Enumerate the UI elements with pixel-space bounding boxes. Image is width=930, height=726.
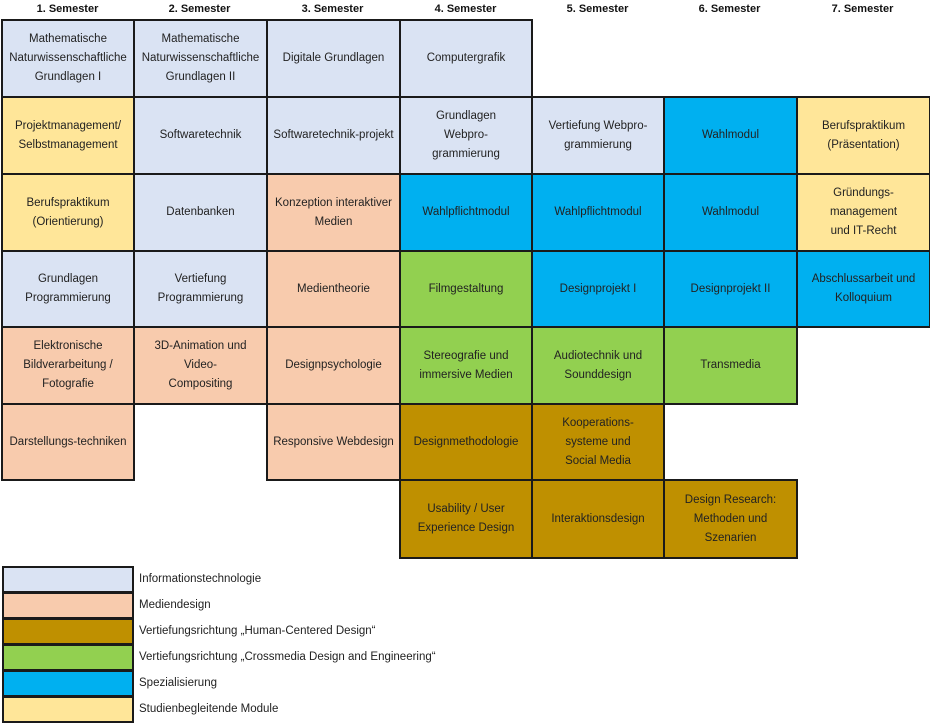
module-cell: Grundlagen Webpro- grammierung	[399, 96, 533, 175]
module-cell: Berufspraktikum (Orientierung)	[1, 173, 135, 252]
module-cell: Designprojekt I	[531, 250, 665, 328]
module-cell: Wahlpflichtmodul	[399, 173, 533, 252]
module-cell: Kooperations- systeme und Social Media	[531, 403, 665, 481]
module-cell: Responsive Webdesign	[266, 403, 401, 481]
module-cell: Gründungs-management und IT-Recht	[796, 173, 930, 252]
module-cell: Projektmanagement/ Selbstmanagement	[1, 96, 135, 175]
module-cell: Designprojekt II	[663, 250, 798, 328]
module-cell: Datenbanken	[133, 173, 268, 252]
legend-swatch	[2, 592, 134, 619]
module-cell: Audiotechnik und Sounddesign	[531, 326, 665, 405]
module-cell: Designpsychologie	[266, 326, 401, 405]
module-cell: Filmgestaltung	[399, 250, 533, 328]
module-cell: Konzeption interaktiver Medien	[266, 173, 401, 252]
legend-swatch	[2, 618, 134, 645]
legend-swatch	[2, 696, 134, 723]
module-cell: Wahlmodul	[663, 96, 798, 175]
module-cell: Interaktionsdesign	[531, 479, 665, 559]
legend-label: Mediendesign	[139, 599, 211, 611]
legend-swatch	[2, 566, 134, 593]
module-cell: Designmethodologie	[399, 403, 533, 481]
module-cell: Vertiefung Webpro- grammierung	[531, 96, 665, 175]
legend-label: Spezialisierung	[139, 677, 217, 689]
module-cell: Transmedia	[663, 326, 798, 405]
module-cell: Computergrafik	[399, 19, 533, 98]
legend-label: Informationstechnologie	[139, 573, 262, 585]
semester-header-7: 7. Semester	[831, 3, 894, 15]
module-cell: Stereografie und immersive Medien	[399, 326, 533, 405]
module-cell: Vertiefung Programmierung	[133, 250, 268, 328]
module-cell: Medientheorie	[266, 250, 401, 328]
semester-header-5: 5. Semester	[566, 3, 629, 15]
module-cell: Usability / User Experience Design	[399, 479, 533, 559]
legend-label: Studienbegleitende Module	[139, 703, 279, 715]
module-cell: Wahlmodul	[663, 173, 798, 252]
legend-swatch	[2, 644, 134, 671]
legend-swatch	[2, 670, 134, 697]
module-cell: Elektronische Bildverarbeitung / Fotogra…	[1, 326, 135, 405]
semester-header-1: 1. Semester	[36, 3, 99, 15]
semester-header-6: 6. Semester	[698, 3, 761, 15]
module-cell: Softwaretechnik-projekt	[266, 96, 401, 175]
module-cell: Digitale Grundlagen	[266, 19, 401, 98]
module-cell: Wahlpflichtmodul	[531, 173, 665, 252]
module-cell: 3D-Animation und Video- Compositing	[133, 326, 268, 405]
semester-header-2: 2. Semester	[168, 3, 231, 15]
module-cell: Softwaretechnik	[133, 96, 268, 175]
module-cell: Mathematische Naturwissenschaftliche Gru…	[133, 19, 268, 98]
module-cell: Abschlussarbeit und Kolloquium	[796, 250, 930, 328]
semester-header-4: 4. Semester	[434, 3, 497, 15]
module-cell: Design Research: Methoden und Szenarien	[663, 479, 798, 559]
legend-label: Vertiefungsrichtung „Human-Centered Desi…	[139, 625, 376, 637]
module-cell: Berufspraktikum (Präsentation)	[796, 96, 930, 175]
module-cell: Mathematische Naturwissenschaftliche Gru…	[1, 19, 135, 98]
legend-label: Vertiefungsrichtung „Crossmedia Design a…	[139, 651, 436, 663]
module-cell: Grundlagen Programmierung	[1, 250, 135, 328]
module-cell: Darstellungs-techniken	[1, 403, 135, 481]
semester-header-3: 3. Semester	[301, 3, 364, 15]
